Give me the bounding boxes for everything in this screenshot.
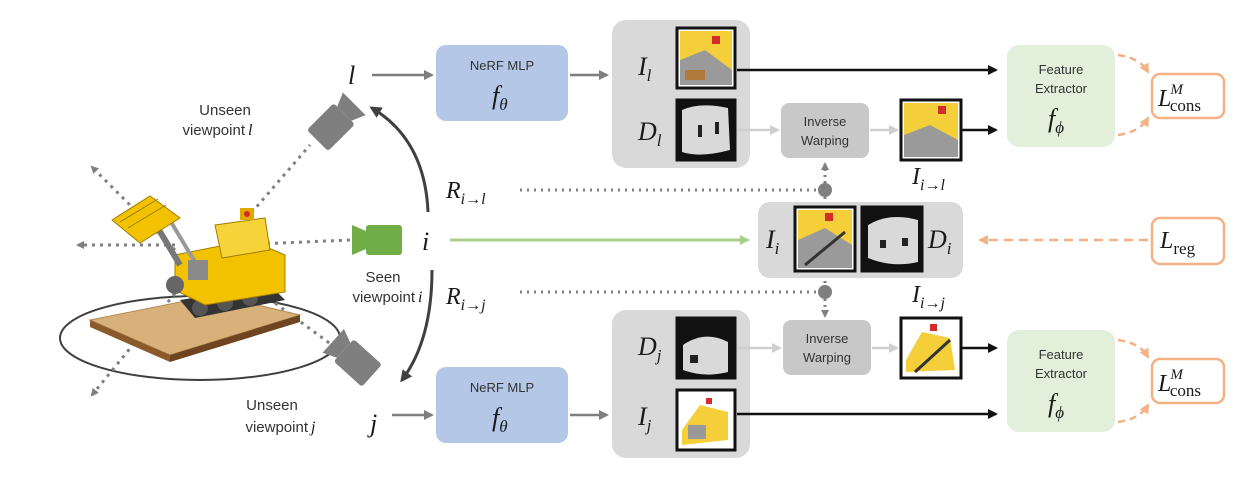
Iij-label: Ii→j [911,282,945,312]
center-I-label: Ii [765,225,780,258]
bottom-I-label: Ij [637,402,652,435]
camera-j-icon [322,329,381,386]
feature-extractor-bottom: Feature Extractor fϕ [1007,330,1115,432]
warp-bottom-line2: Warping [803,350,851,365]
warp-top-line2: Warping [801,133,849,148]
feature-top-line2: Extractor [1035,81,1088,96]
rot-il-label: Ri→l [445,178,486,208]
top-D-label: Dl [637,117,662,150]
nerf-top-sym: fθ [492,81,508,114]
unseen-j-line1: Unseen [246,397,298,414]
unseen-j-line2: viewpoint [245,419,308,436]
dash-bottom-upper [1117,338,1150,359]
center-panel: Ii Di [758,202,963,278]
junction-top [818,183,832,197]
unseen-l-line1: Unseen [199,102,251,119]
bottom-D-label: Dj [637,332,662,365]
seen-var: i [418,289,422,306]
feature-extractor-top: Feature Extractor fϕ [1007,45,1115,147]
ray-to-cam-j [229,268,333,347]
nerf-mlp-bottom: NeRF MLP fθ [436,367,568,443]
feature-top-line1: Feature [1039,62,1084,77]
camera-i-icon [352,225,402,255]
seen-line1: Seen [365,269,400,286]
nerf-bottom-sym: fθ [492,403,508,436]
seen-line2: viewpoint [352,289,415,306]
var-j: j [367,409,377,438]
thumb-I-ij [899,316,963,380]
thumb-I-il [899,98,963,162]
junction-bottom [818,285,832,299]
nerf-top-label: NeRF MLP [470,58,534,73]
dash-bottom-lower [1117,403,1150,424]
unseen-j-var: j [309,419,316,436]
unseen-l-var: l [248,122,253,139]
feature-bottom-sym: fϕ [1048,389,1064,422]
thumb-D-l [675,98,737,162]
scene-illustration: Unseen viewpoint l Seen viewpoint i Unse… [59,92,422,436]
var-i: i [422,227,429,256]
warp-top-line1: Inverse [804,114,847,129]
curve-i-to-l [369,106,430,213]
curve-i-to-j [400,269,434,383]
feature-bottom-line2: Extractor [1035,366,1088,381]
ray-down-left [90,274,192,397]
warp-bottom-line1: Inverse [806,331,849,346]
inverse-warp-bottom: Inverse Warping [783,320,871,375]
inverse-warp-top: Inverse Warping [781,103,869,158]
unseen-l-line2: viewpoint [182,122,245,139]
thumb-D-i [860,205,924,273]
nerf-mlp-top: NeRF MLP fθ [436,45,568,121]
feature-top-sym: fϕ [1048,104,1064,137]
Iil-label: Ii→l [911,164,945,194]
render-panel-top: Il Dl [612,20,750,168]
thumb-I-l [675,26,737,90]
render-panel-bottom: Dj Ij [612,310,750,458]
rot-ij-label: Ri→j [445,284,486,314]
loss-reg: Lreg [1150,216,1226,266]
thumb-I-j [675,388,737,452]
center-D-label: Di [927,225,952,258]
dash-top-upper [1117,53,1150,74]
nerf-bottom-label: NeRF MLP [470,380,534,395]
loss-reg-text: Lreg [1159,228,1196,258]
thumb-D-j [675,316,737,380]
camera-l-icon [308,92,366,150]
thumb-I-i [793,205,857,273]
lego-model [88,195,302,362]
ray-to-cam-i [234,238,351,247]
top-I-label: Il [637,52,652,85]
dash-top-lower [1117,116,1150,137]
feature-bottom-line1: Feature [1039,347,1084,362]
var-l: l [348,61,355,90]
